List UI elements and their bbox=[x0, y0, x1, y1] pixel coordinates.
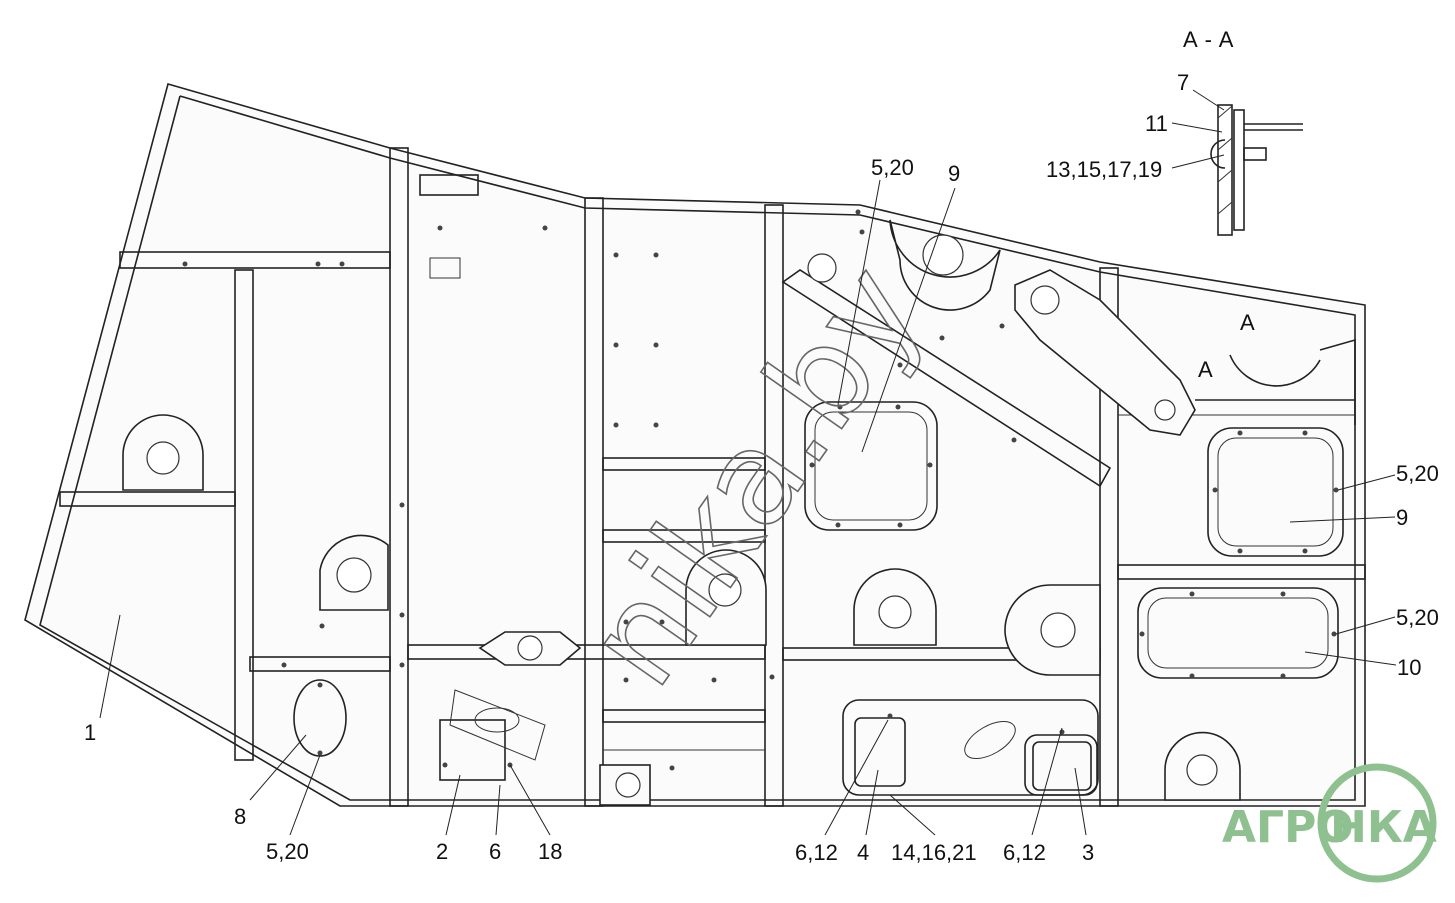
callout-6: 6 bbox=[489, 839, 501, 864]
callout-5-20-bottom: 5,20 bbox=[266, 839, 309, 864]
callout-4: 4 bbox=[857, 840, 869, 865]
cut-mark-lower: A bbox=[1198, 357, 1213, 382]
section-detail bbox=[1210, 104, 1303, 236]
callout-10: 10 bbox=[1397, 655, 1421, 680]
callout-5-20-right-a: 5,20 bbox=[1396, 461, 1439, 486]
leader-lines bbox=[99, 89, 1397, 836]
cut-mark-upper: A bbox=[1240, 310, 1255, 335]
brackets bbox=[122, 219, 1241, 806]
agronka-logo: АГРО НКА bbox=[1222, 763, 1437, 883]
callout-2: 2 bbox=[436, 839, 448, 864]
callout-1: 1 bbox=[84, 720, 96, 745]
callout-3: 3 bbox=[1082, 840, 1094, 865]
fasteners bbox=[182, 209, 1339, 771]
callout-6-12-left: 6,12 bbox=[795, 840, 838, 865]
mechanism bbox=[1014, 269, 1356, 436]
callout-6-12-right: 6,12 bbox=[1003, 840, 1046, 865]
callout-8: 8 bbox=[234, 804, 246, 829]
logo-text-left: АГРО bbox=[1222, 802, 1354, 853]
callout-11: 11 bbox=[1145, 111, 1168, 136]
frame-members bbox=[59, 147, 1366, 807]
inspection-windows bbox=[293, 257, 1344, 796]
logo-text-right: НКА bbox=[1330, 802, 1437, 853]
callout-13-15-17-19: 13,15,17,19 bbox=[1046, 157, 1162, 182]
callout-9-right: 9 bbox=[1396, 505, 1408, 530]
callout-labels: A - A A A 7 11 13,15,17,19 5,20 9 5,20 9… bbox=[84, 27, 1439, 865]
callout-9-top: 9 bbox=[948, 161, 960, 186]
callout-7: 7 bbox=[1177, 70, 1189, 95]
callout-5-20-top: 5,20 bbox=[871, 155, 914, 180]
callout-14-16-21: 14,16,21 bbox=[891, 840, 977, 865]
section-title: A - A bbox=[1183, 27, 1234, 52]
callout-5-20-right-b: 5,20 bbox=[1396, 605, 1439, 630]
callout-18: 18 bbox=[538, 839, 562, 864]
